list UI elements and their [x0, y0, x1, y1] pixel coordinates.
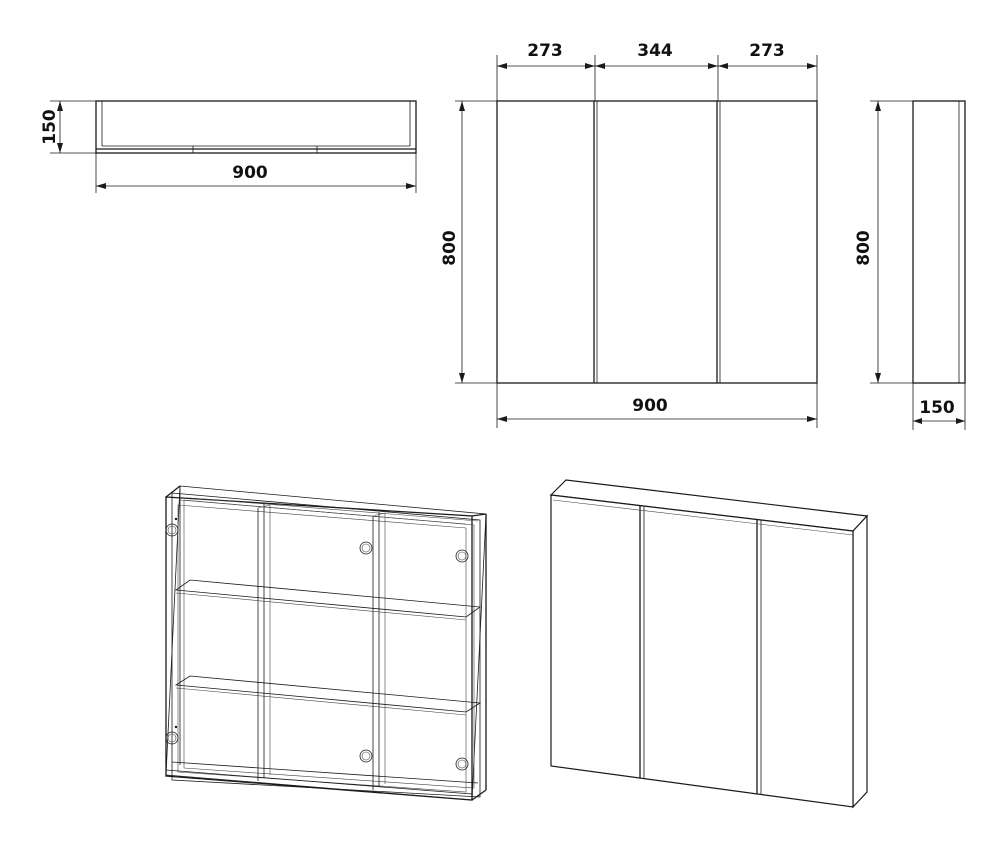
side-depth-dimension: 150	[912, 383, 966, 430]
top-width-dimension: 900	[95, 153, 417, 193]
side-height-dimension: 800	[854, 100, 913, 384]
top-depth-label: 150	[40, 109, 60, 145]
top-width-label: 900	[232, 163, 268, 183]
side-height-label: 800	[854, 230, 874, 266]
front-height-dimension: 800	[440, 100, 497, 384]
front-view: 273 344 273 800 900	[440, 41, 818, 428]
front-height-label: 800	[440, 230, 460, 266]
top-view-outline	[95, 100, 417, 154]
door-width-dimensions: 273 344 273	[496, 41, 818, 101]
center-door-width-label: 344	[637, 41, 673, 61]
side-depth-label: 150	[919, 398, 955, 418]
isometric-closed-view	[549, 479, 869, 809]
front-width-label: 900	[632, 396, 668, 416]
side-view: 800 150	[854, 100, 966, 430]
left-door-width-label: 273	[527, 41, 563, 61]
top-depth-dimension: 150	[40, 100, 96, 154]
isometric-interior-view	[165, 485, 487, 801]
top-view: 150 900	[40, 100, 417, 193]
right-door-width-label: 273	[749, 41, 785, 61]
hinges	[165, 517, 469, 771]
front-view-outline	[496, 100, 818, 384]
front-width-dimension: 900	[496, 383, 818, 428]
side-view-outline	[912, 100, 966, 384]
